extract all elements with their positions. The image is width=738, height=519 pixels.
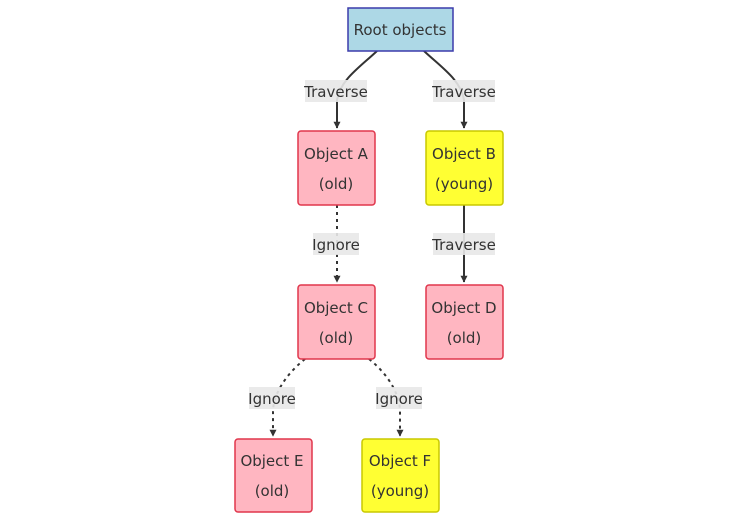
node-b-subtitle: (young)	[435, 175, 493, 193]
svg-text:Traverse: Traverse	[431, 236, 496, 254]
svg-text:Traverse: Traverse	[431, 83, 496, 101]
edge-label-root-b: Traverse	[431, 80, 496, 102]
edge-label-b-d: Traverse	[431, 233, 496, 255]
edge-label-root-a: Traverse	[303, 80, 368, 102]
node-d-subtitle: (old)	[447, 329, 482, 347]
node-d-box	[425, 284, 504, 360]
node-c-subtitle: (old)	[319, 329, 354, 347]
node-object-c: Object C (old)	[297, 284, 376, 360]
node-b-title: Object B	[432, 145, 496, 163]
node-e-title: Object E	[240, 452, 303, 470]
edge-label-c-f: Ignore	[375, 387, 423, 409]
node-object-e: Object E (old)	[234, 438, 313, 513]
node-object-b: Object B (young)	[425, 130, 504, 206]
node-f-title: Object F	[369, 452, 431, 470]
node-f-box	[361, 438, 440, 513]
node-root-objects: Root objects	[347, 7, 454, 52]
node-object-f: Object F (young)	[361, 438, 440, 513]
node-f-subtitle: (young)	[371, 482, 429, 500]
edge-c-to-f	[368, 358, 404, 437]
node-a-subtitle: (old)	[319, 175, 354, 193]
svg-text:Ignore: Ignore	[375, 390, 423, 408]
node-root-label: Root objects	[354, 21, 447, 39]
node-e-box	[234, 438, 313, 513]
node-root-box	[347, 7, 454, 52]
svg-text:Ignore: Ignore	[312, 236, 360, 254]
node-object-a: Object A (old)	[297, 130, 376, 206]
node-a-title: Object A	[304, 145, 369, 163]
svg-text:Traverse: Traverse	[303, 83, 368, 101]
node-c-title: Object C	[304, 299, 368, 317]
nodes: Root objects Object A (old) Object B (yo…	[234, 7, 504, 513]
edge-labels: Traverse Traverse Ignore Traverse Ignore…	[248, 80, 496, 409]
edge-c-to-e	[269, 358, 306, 437]
node-c-box	[297, 284, 376, 360]
node-e-subtitle: (old)	[255, 482, 290, 500]
edge-label-a-c: Ignore	[312, 233, 360, 255]
node-object-d: Object D (old)	[425, 284, 504, 360]
node-b-box	[425, 130, 504, 206]
node-d-title: Object D	[431, 299, 496, 317]
svg-text:Ignore: Ignore	[248, 390, 296, 408]
node-a-box	[297, 130, 376, 206]
edge-label-c-e: Ignore	[248, 387, 296, 409]
